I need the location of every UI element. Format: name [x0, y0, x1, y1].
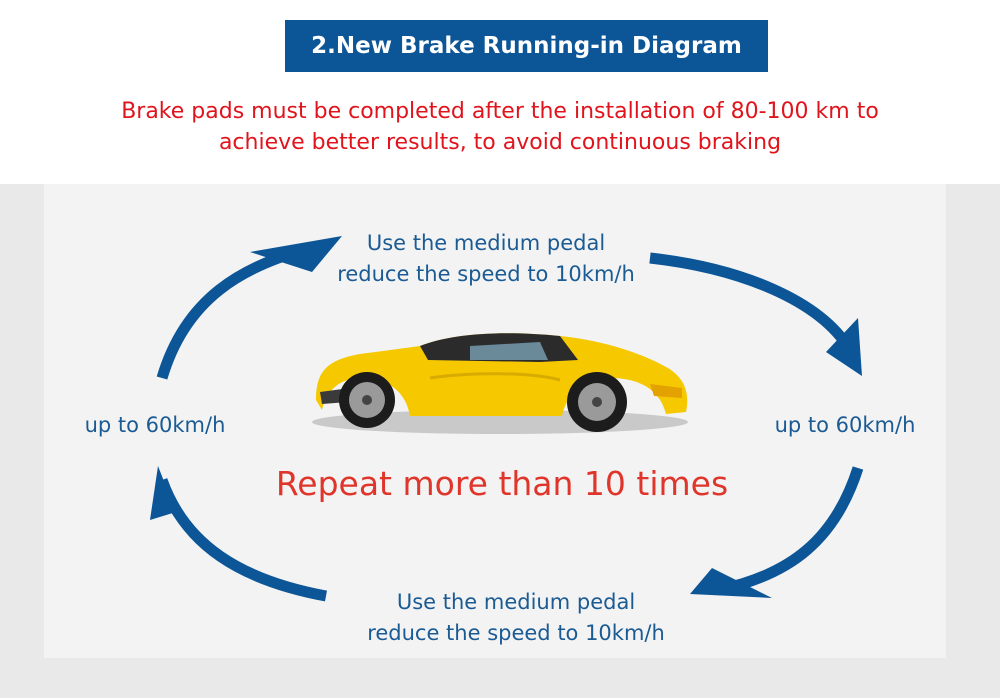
step-top-line-1: Use the medium pedal [366, 231, 606, 255]
step-bottom-line-1: Use the medium pedal [396, 590, 636, 614]
arrowhead-right [826, 318, 862, 376]
instruction-line-2: achieve better results, to avoid continu… [218, 130, 782, 155]
arrow-bottom-right [716, 466, 864, 596]
diagram-title: 2.New Brake Running-in Diagram [285, 20, 768, 72]
step-top-line-2: reduce the speed to 10km/h [337, 262, 635, 286]
step-bottom-line-2: reduce the speed to 10km/h [367, 621, 665, 645]
step-bottom-label: Use the medium pedal reduce the speed to… [326, 587, 706, 649]
instruction-text: Brake pads must be completed after the i… [60, 96, 940, 158]
arrowhead-top [250, 236, 342, 272]
step-top-label: Use the medium pedal reduce the speed to… [306, 228, 666, 290]
arrow-top-right [649, 252, 855, 353]
sports-car-icon [312, 333, 688, 434]
diagram-title-text: 2.New Brake Running-in Diagram [311, 33, 742, 59]
repeat-text: Repeat more than 10 times [275, 464, 729, 503]
step-right-label: up to 60km/h [774, 413, 916, 437]
arrowhead-left [150, 466, 176, 520]
step-left-label: up to 60km/h [84, 413, 226, 437]
instruction-line-1: Brake pads must be completed after the i… [121, 99, 879, 124]
arrowhead-bottom [690, 568, 772, 598]
